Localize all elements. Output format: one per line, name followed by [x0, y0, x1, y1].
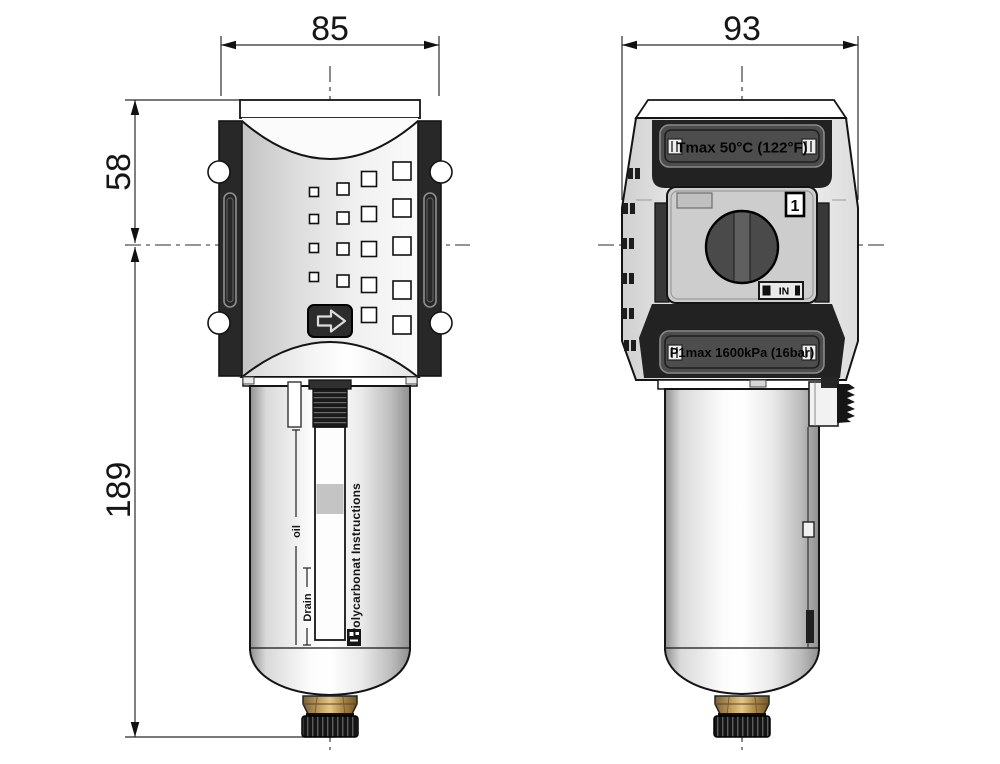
drain-knob [301, 713, 359, 738]
head-bottom-dome [239, 341, 421, 378]
side-flange [657, 379, 827, 390]
drain-knob [713, 713, 771, 738]
tmax-text: Tmax 50°C (122°F) [676, 140, 807, 157]
standpipe [287, 381, 302, 428]
edge-tabs [622, 168, 640, 351]
port-number-text: 1 [791, 198, 800, 215]
bowl-material-text: Polycarbonat Instructions [349, 483, 363, 636]
head-top-plate [239, 99, 421, 119]
filter-element-top [308, 379, 352, 428]
material-logo-icon [347, 629, 361, 646]
oil-level-marker [292, 429, 300, 645]
bowl-height-value: 189 [100, 462, 138, 519]
p1max-text: P1max 1600kPa (16bar) [670, 345, 815, 360]
p1max-label: P1max 1600kPa (16bar) [659, 330, 825, 374]
port-circle [704, 209, 780, 285]
bowl-latch [808, 377, 855, 427]
head-height-value: 58 [100, 153, 138, 191]
inlet-badge: IN [758, 281, 804, 300]
drain-level-label: Drain [302, 593, 314, 621]
bowl-body [664, 388, 820, 696]
tmax-label: Tmax 50°C (122°F) [659, 124, 825, 168]
side-top-plate [634, 99, 848, 119]
front-width-dimension: 85 [220, 10, 440, 96]
sight-window [314, 426, 346, 641]
oil-level-label: oil [291, 525, 303, 538]
drain-level-marker [303, 567, 311, 646]
side-width-dimension: 93 [621, 10, 859, 200]
side-head: Tmax 50°C (122°F) 1 IN [621, 99, 859, 381]
port-number-badge: 1 [784, 191, 806, 218]
side-view: 93 [598, 10, 888, 750]
latch-clip [802, 521, 815, 538]
vent-grid [308, 161, 412, 335]
flow-direction-icon [307, 304, 353, 338]
front-bowl: oil Drain Polycarbonat Instructions [249, 379, 411, 738]
bowl-height-dimension: 189 [100, 247, 334, 738]
side-bowl [657, 377, 855, 738]
drain-fitting [714, 695, 770, 717]
head-height-dimension: 58 [100, 99, 240, 243]
front-head [207, 99, 453, 387]
side-width-value: 93 [723, 10, 761, 48]
inlet-text: IN [779, 286, 790, 298]
mounting-blocks [207, 120, 453, 377]
front-view: 85 58 189 [100, 10, 470, 750]
front-width-value: 85 [311, 10, 349, 48]
